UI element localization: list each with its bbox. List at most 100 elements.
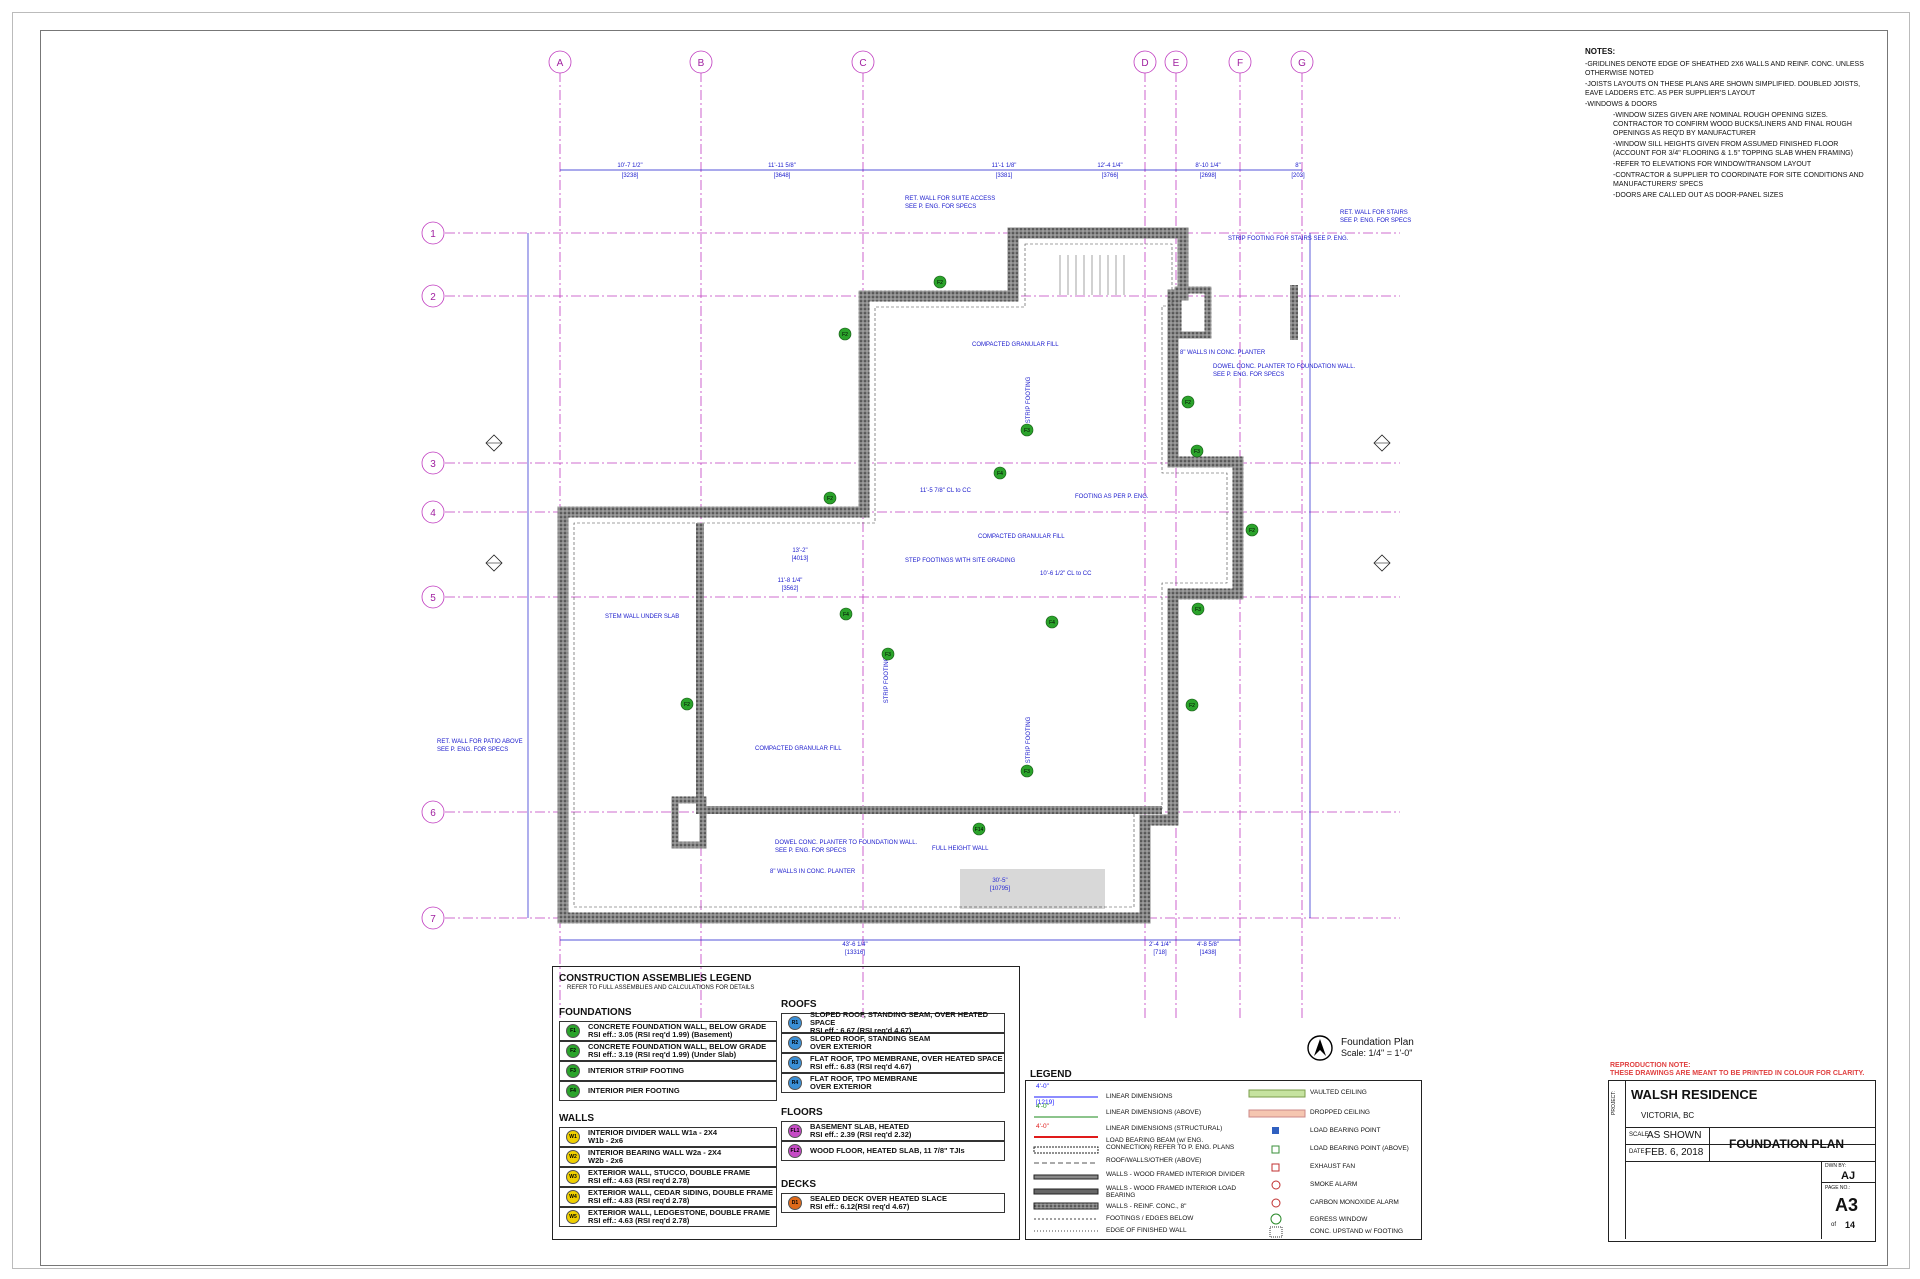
legend-row-title: INTERIOR DIVIDER WALL W1a - 2X4 [588, 1128, 718, 1137]
stairs-ret-wall [1290, 285, 1298, 340]
dim-text: [4013] [792, 556, 809, 562]
construction-assemblies-legend: CONSTRUCTION ASSEMBLIES LEGEND REFER TO … [552, 966, 1020, 1240]
assembly-tag-label: F4 [997, 471, 1003, 477]
plan-scale: Scale: 1/4" = 1'-0" [1341, 1048, 1413, 1058]
assembly-tag [1245, 523, 1259, 537]
dim-text: [718] [1153, 950, 1167, 956]
foundation-walls [557, 227, 1298, 924]
legend-row-detail: W1b - 2x6 [588, 1136, 624, 1145]
assembly-tag: F4 [566, 1084, 580, 1098]
drawn-by-label: DWN BY: [1825, 1163, 1847, 1169]
dim-text: [13316] [845, 950, 865, 956]
legend-item-label: WALLS - WOOD FRAMED INTERIOR DIVIDER [1106, 1171, 1245, 1178]
legend-row-detail: RSI eff.: 6.12(RSI req'd 4.67) [810, 1202, 910, 1211]
assembly-tag [1181, 395, 1195, 409]
project-name: WALSH RESIDENCE [1631, 1087, 1758, 1102]
scale-value: AS SHOWN [1647, 1130, 1702, 1141]
legend-item-label: CONC. UPSTAND w/ FOOTING [1310, 1228, 1404, 1235]
assembly-tag: R2 [788, 1036, 802, 1050]
grid-label: F [1237, 58, 1243, 69]
dim-text: 30'-5" [992, 878, 1007, 884]
repro-title: REPRODUCTION NOTE: [1610, 1062, 1691, 1069]
assembly-tag: FL2 [788, 1144, 802, 1158]
page-number: A3 [1835, 1195, 1859, 1215]
assembly-tag-label: F2 [1249, 528, 1255, 534]
grid-label: 6 [430, 808, 436, 819]
dim-text: [3562] [782, 586, 799, 592]
assembly-tag [993, 466, 1007, 480]
label-cc-1: 11'-5 7/8" CL to CC [920, 488, 972, 494]
note-item: -JOISTS LAYOUTS ON THESE PLANS ARE SHOWN… [1585, 81, 1861, 97]
label-footing-as-per: FOOTING AS PER P. ENG. [1075, 494, 1149, 500]
dim-text: 43'-6 1/4" [842, 942, 867, 948]
grid-bubble [1290, 50, 1314, 74]
legend-item-label: LOAD BEARING POINT (ABOVE) [1310, 1145, 1409, 1152]
dim-text: 11'-11 5/8" [768, 163, 796, 169]
legend-item-label: WALLS - WOOD FRAMED INTERIOR LOAD BEARIN… [1106, 1185, 1237, 1199]
assembly-tag-label: F14 [975, 827, 984, 833]
label-cc-2: 10'-6 1/2" CL to CC [1040, 571, 1092, 577]
legend-subtitle: REFER TO FULL ASSEMBLIES AND CALCULATION… [567, 985, 755, 991]
legend-item-label: CARBON MONOXIDE ALARM [1310, 1199, 1399, 1206]
legend-dim-value: 4'-0" [1036, 1123, 1049, 1130]
date-label: DATE: [1629, 1149, 1647, 1155]
label-strip-footing: STRIP FOOTING [1026, 376, 1032, 423]
legend-item-label: FOOTINGS / EDGES BELOW [1106, 1215, 1194, 1222]
assembly-tag [933, 275, 947, 289]
label-ret-wall-patio: RET. WALL FOR PATIO ABOVE [437, 739, 523, 745]
legend-row-title: FLAT ROOF, TPO MEMBRANE [810, 1074, 918, 1083]
legend-row-detail: RSI eff.: 4.63 (RSI req'd 2.78) [588, 1176, 690, 1185]
grid-bubble [421, 500, 445, 524]
legend-item-label: EXHAUST FAN [1310, 1163, 1356, 1170]
label-walls-planter: 8" WALLS IN CONC. PLANTER [1180, 350, 1266, 356]
grid-bubble [421, 284, 445, 308]
date-value: FEB. 6, 2018 [1645, 1147, 1704, 1158]
legend-row-detail: W2b - 2x6 [588, 1156, 624, 1165]
legend-row-title: SLOPED ROOF, STANDING SEAM [810, 1034, 931, 1043]
grid-label: B [698, 58, 705, 69]
assembly-tag-label: F3 [1195, 607, 1201, 613]
label-see-eng: SEE P. ENG. FOR SPECS [1340, 218, 1411, 224]
note-item: -DOORS ARE CALLED OUT AS DOOR-PANEL SIZE… [1613, 192, 1784, 199]
roofs-heading: ROOFS [781, 999, 817, 1010]
dim-text: [2698] [1200, 173, 1217, 179]
page-of: of [1831, 1222, 1837, 1228]
legend-row-title: EXTERIOR WALL, CEDAR SIDING, DOUBLE FRAM… [588, 1188, 774, 1197]
grid-label: C [859, 58, 866, 69]
label-strip-footing-stairs: STRIP FOOTING FOR STAIRS SEE P. ENG. [1228, 236, 1349, 242]
grid-label: 3 [430, 459, 436, 470]
grid-bubble [421, 800, 445, 824]
label-step-footings: STEP FOOTINGS WITH SITE GRADING [905, 558, 1016, 564]
grid-bubble [689, 50, 713, 74]
grid-bubble [1133, 50, 1157, 74]
grid-label: 7 [430, 914, 436, 925]
page-total: 14 [1845, 1220, 1856, 1230]
label-strip-footing: STRIP FOOTING [1026, 716, 1032, 763]
assembly-tag: R4 [788, 1076, 802, 1090]
notes-title: NOTES: [1585, 47, 1616, 56]
assembly-tag-label: F3 [1194, 449, 1200, 455]
label-see-eng: SEE P. ENG. FOR SPECS [775, 848, 846, 854]
dim-text: [10795] [990, 886, 1010, 892]
legend-row-title: CONCRETE FOUNDATION WALL, BELOW GRADE [588, 1042, 767, 1051]
legend-dim-metric: [1219] [1036, 1099, 1055, 1106]
drawn-by-value: AJ [1841, 1170, 1856, 1182]
note-item: -WINDOW SILL HEIGHTS GIVEN FROM ASSUMED … [1613, 141, 1853, 157]
assembly-tag [1020, 423, 1034, 437]
grid-label: 4 [430, 508, 436, 519]
assembly-tag-label: F2 [1189, 703, 1195, 709]
dim-text: 13'-2" [792, 548, 807, 554]
legend-dim-value: 4'-0" [1036, 1083, 1049, 1090]
legend-row-title: EXTERIOR WALL, STUCCO, DOUBLE FRAME [588, 1168, 751, 1177]
symbol-legend: LEGEND 4'-0" [1219] 4'-0" 4'-0" LINEAR D… [1025, 1069, 1422, 1240]
dim-text: [3766] [1102, 173, 1119, 179]
legend-item-label: LINEAR DIMENSIONS [1106, 1093, 1173, 1100]
dim-text: 4'-8 5/8" [1197, 942, 1219, 948]
assembly-tag [881, 647, 895, 661]
assembly-tag [823, 491, 837, 505]
concrete-planter [671, 796, 707, 849]
